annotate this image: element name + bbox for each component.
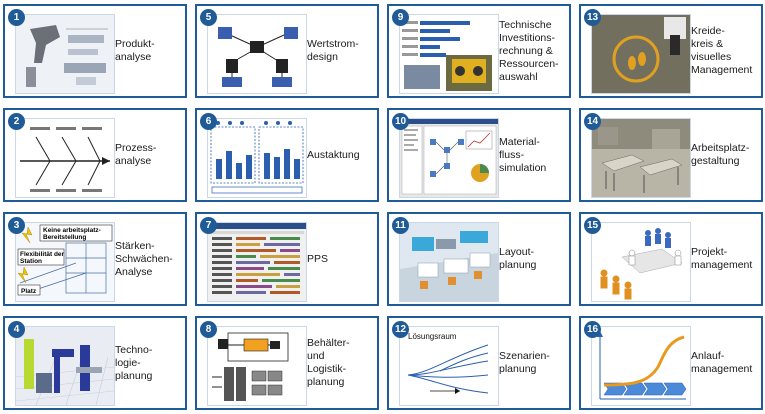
tile-number: 15: [584, 217, 601, 234]
simulation-window-icon: [400, 119, 498, 197]
layout-annotation-icon: Keine arbeitsplatz- Bereitstellung Flexi…: [16, 223, 114, 301]
factory-layout-icon: [400, 223, 498, 301]
tile-austaktung[interactable]: 6 Austaktung: [195, 108, 379, 202]
scenario-diagram-image: Lösungsraum: [399, 326, 499, 406]
tile-number: 9: [392, 9, 409, 26]
tile-projektmanagement[interactable]: 15 Projekt- management: [579, 212, 763, 306]
tile-label: Kreide- kreis & visuelles Management: [691, 25, 753, 76]
tile-number: 7: [200, 217, 217, 234]
line-balancing-image: [207, 118, 307, 198]
tile-label: Wertstrom- design: [307, 38, 359, 63]
tile-szenarienplanung[interactable]: 12 Lösungsraum Szenarien- planung: [387, 316, 571, 410]
product-analysis-image: [15, 14, 115, 94]
tile-label: Stärken- Schwächen- Analyse: [115, 239, 173, 278]
gantt-table-icon: [208, 223, 306, 301]
tile-kreidekreis[interactable]: 13 Kreide- kreis & visuelles Management: [579, 4, 763, 98]
workstation-photo-icon: [592, 119, 690, 197]
investment-bars-icon: [400, 15, 498, 93]
logistics-diagram-icon: [208, 327, 306, 405]
tile-label: Techno- logie- planung: [115, 343, 153, 382]
svg-text:Platz: Platz: [21, 288, 37, 295]
tile-number: 5: [200, 9, 217, 26]
methods-grid: 1 Produkt- analyse 2: [3, 4, 763, 412]
svg-text:Station: Station: [20, 258, 42, 265]
tile-number: 8: [200, 321, 217, 338]
tile-label: Prozess- analyse: [115, 142, 157, 167]
ramp-up-curve-icon: [592, 327, 690, 405]
tile-number: 1: [8, 9, 25, 26]
team-figures-icon: [592, 223, 690, 301]
tile-number: 6: [200, 113, 217, 130]
tile-technologieplanung[interactable]: 4 Techno- logie- planung: [3, 316, 187, 410]
tile-number: 4: [8, 321, 25, 338]
tile-label: Anlauf- management: [691, 350, 753, 375]
tile-prozessanalyse[interactable]: 2 Prozess- analyse: [3, 108, 187, 202]
fishbone-diagram-image: [15, 118, 115, 198]
svg-text:Lösungsraum: Lösungsraum: [408, 332, 457, 341]
tile-label: Behälter- und Logistik- planung: [307, 337, 350, 388]
tile-anlaufmanagement[interactable]: 16 Anlauf- management: [579, 316, 763, 410]
tile-number: 3: [8, 217, 25, 234]
tile-label: Arbeitsplatz- gestaltung: [691, 142, 750, 167]
tile-number: 13: [584, 9, 601, 26]
svg-text:Flexibilität der: Flexibilität der: [20, 251, 65, 258]
swot-layout-image: Keine arbeitsplatz- Bereitstellung Flexi…: [15, 222, 115, 302]
tile-staerken-schwaechen[interactable]: 3 Keine arbeitsplatz- Bereitstellung Fle…: [3, 212, 187, 306]
drill-drawing-icon: [16, 15, 114, 93]
technology-3d-image: [15, 326, 115, 406]
chalk-circle-image: [591, 14, 691, 94]
tile-behaelter-logistik[interactable]: 8 Behälter- und Logistik- planung: [195, 316, 379, 410]
tile-label: Projekt- management: [691, 246, 753, 271]
tile-number: 12: [392, 321, 409, 338]
tile-number: 2: [8, 113, 25, 130]
tile-number: 10: [392, 113, 409, 130]
tile-layoutplanung[interactable]: 11 Layout- planung: [387, 212, 571, 306]
fishbone-icon: [16, 119, 114, 197]
workstation-photo-image: [591, 118, 691, 198]
simulation-software-image: [399, 118, 499, 198]
chalk-circle-photo-icon: [592, 15, 690, 93]
tile-pps[interactable]: 7 PPS: [195, 212, 379, 306]
svg-text:Bereitstellung: Bereitstellung: [43, 234, 86, 241]
tile-label: Produkt- analyse: [115, 38, 155, 63]
tile-label: PPS: [307, 252, 329, 265]
investment-chart-image: [399, 14, 499, 94]
tile-label: Austaktung: [307, 148, 360, 161]
project-management-image: [591, 222, 691, 302]
machine-3d-icon: [16, 327, 114, 405]
tile-number: 11: [392, 217, 409, 234]
value-stream-image: [207, 14, 307, 94]
tile-wertstromdesign[interactable]: 5 Wertstrom- design: [195, 4, 379, 98]
tile-label: Layout- planung: [499, 246, 537, 271]
svg-text:Keine arbeitsplatz-: Keine arbeitsplatz-: [43, 227, 101, 234]
pps-software-image: [207, 222, 307, 302]
scenario-branches-icon: Lösungsraum: [400, 327, 498, 405]
tile-arbeitsplatzgestaltung[interactable]: 14 Arbeitsplatz- gestaltung: [579, 108, 763, 202]
tile-label: Material- fluss- simulation: [499, 135, 547, 174]
value-stream-icon: [208, 15, 306, 93]
container-logistics-image: [207, 326, 307, 406]
tile-number: 14: [584, 113, 601, 130]
tile-label: Szenarien- planung: [499, 350, 550, 375]
ramp-up-curve-image: [591, 326, 691, 406]
tile-number: 16: [584, 321, 601, 338]
tile-materialflusssimulation[interactable]: 10 Material- fluss- simulation: [387, 108, 571, 202]
tile-investitionsrechnung[interactable]: 9 Technische Investitions- rechnung & Re…: [387, 4, 571, 98]
tile-label: Technische Investitions- rechnung & Ress…: [499, 18, 559, 83]
tile-produktanalyse[interactable]: 1 Produkt- analyse: [3, 4, 187, 98]
layout-3d-image: [399, 222, 499, 302]
bar-balancing-icon: [208, 119, 306, 197]
